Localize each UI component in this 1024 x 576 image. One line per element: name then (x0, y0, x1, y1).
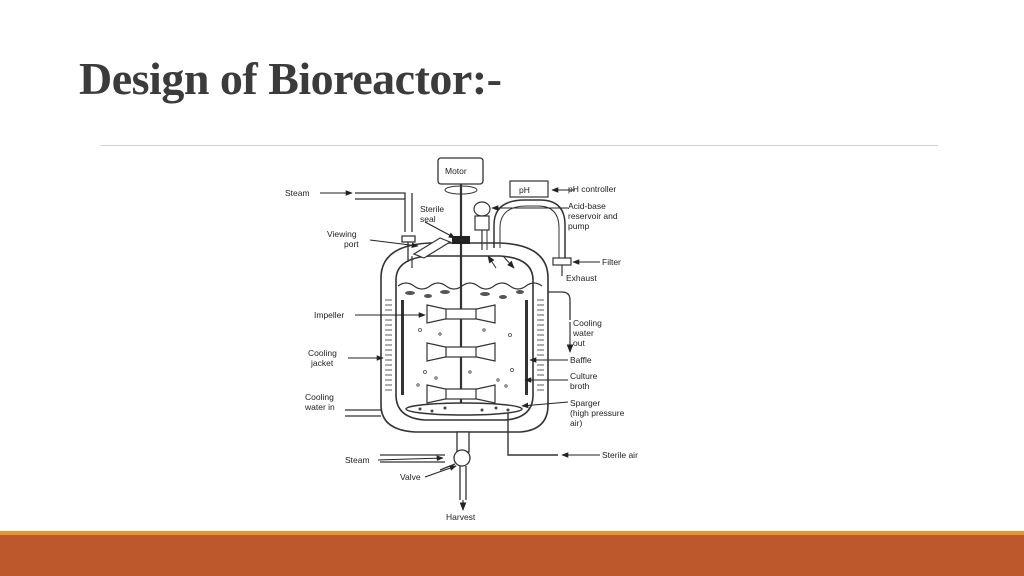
label-culture-broth-2: broth (570, 381, 590, 391)
label-cooling-water-out-1: Cooling (573, 318, 602, 328)
label-sparger-1: Sparger (570, 398, 600, 408)
sparger (405, 402, 558, 456)
steam-inlet-top (355, 192, 416, 262)
label-cooling-water-in-2: water in (304, 402, 335, 412)
label-cooling-water-out-2: water (572, 328, 594, 338)
arrow-steam-bottom (377, 455, 444, 461)
baffles (401, 300, 528, 395)
label-viewing-port-1: Viewing (327, 229, 357, 239)
label-viewing-port-2: port (344, 239, 359, 249)
acid-base-reservoir (473, 201, 491, 250)
label-cooling-jacket-1: Cooling (308, 348, 337, 358)
cooling-water-out-pipe (548, 291, 571, 320)
leader-lines (320, 187, 600, 478)
label-culture-broth-1: Culture (570, 371, 598, 381)
label-valve: Valve (400, 472, 421, 482)
label-baffle: Baffle (570, 355, 592, 365)
vessel-inner-dome (395, 255, 534, 281)
label-steam-bottom: Steam (345, 455, 370, 465)
air-inlet-arrow-2 (502, 255, 515, 269)
liquid-surface (397, 282, 543, 290)
label-cooling-water-out-3: out (573, 338, 585, 348)
bubbles (416, 328, 514, 388)
cooling-jacket (385, 299, 544, 391)
arrow-sterile-seal (424, 221, 456, 239)
exhaust-tube (493, 199, 566, 258)
drive-coupling (444, 185, 478, 195)
label-cooling-jacket-2: jacket (310, 358, 334, 368)
label-acid-base-1: Acid-base (568, 201, 606, 211)
label-filter: Filter (602, 257, 621, 267)
label-ph-controller: pH controller (568, 184, 616, 194)
impeller-3 (426, 384, 496, 404)
footer-accent-bar (0, 535, 1024, 576)
arrow-viewing-port (369, 239, 419, 248)
label-sparger-2: (high pressure (570, 408, 625, 418)
sterile-seal (452, 236, 470, 244)
foam (405, 290, 524, 299)
ph-box-label: pH (519, 185, 530, 195)
filter (552, 257, 572, 266)
footer-accent-thin (0, 531, 1024, 535)
bioreactor-diagram: Motor (285, 157, 638, 522)
label-cooling-water-in-1: Cooling (305, 392, 334, 402)
impeller-2 (426, 342, 496, 362)
impeller-1 (426, 304, 496, 324)
label-sterile-seal-2: seal (420, 214, 436, 224)
diagram-labels: Steam Sterile seal Viewing port pH contr… (285, 184, 638, 522)
label-harvest: Harvest (446, 512, 476, 522)
arrow-valve (424, 465, 457, 478)
air-inlet-arrow-1 (487, 255, 497, 269)
label-exhaust: Exhaust (566, 273, 597, 283)
vessel-inner-wall (395, 280, 534, 421)
slide-title: Design of Bioreactor:- (79, 53, 502, 104)
arrow-sparger (521, 401, 569, 409)
label-acid-base-3: pump (568, 221, 590, 231)
label-steam-top: Steam (285, 188, 310, 198)
harvest-assembly (380, 431, 471, 500)
vessel-top-dome (380, 242, 549, 279)
label-impeller: Impeller (314, 310, 344, 320)
label-acid-base-2: reservoir and (568, 211, 618, 221)
label-sparger-3: air) (570, 418, 582, 428)
motor-label: Motor (445, 166, 467, 176)
ph-box (509, 180, 549, 198)
viewing-port (411, 237, 452, 268)
title-divider (100, 145, 938, 146)
label-sterile-seal-1: Sterile (420, 204, 444, 214)
label-sterile-air: Sterile air (602, 450, 638, 460)
exhaust-tube-inner (499, 205, 560, 258)
